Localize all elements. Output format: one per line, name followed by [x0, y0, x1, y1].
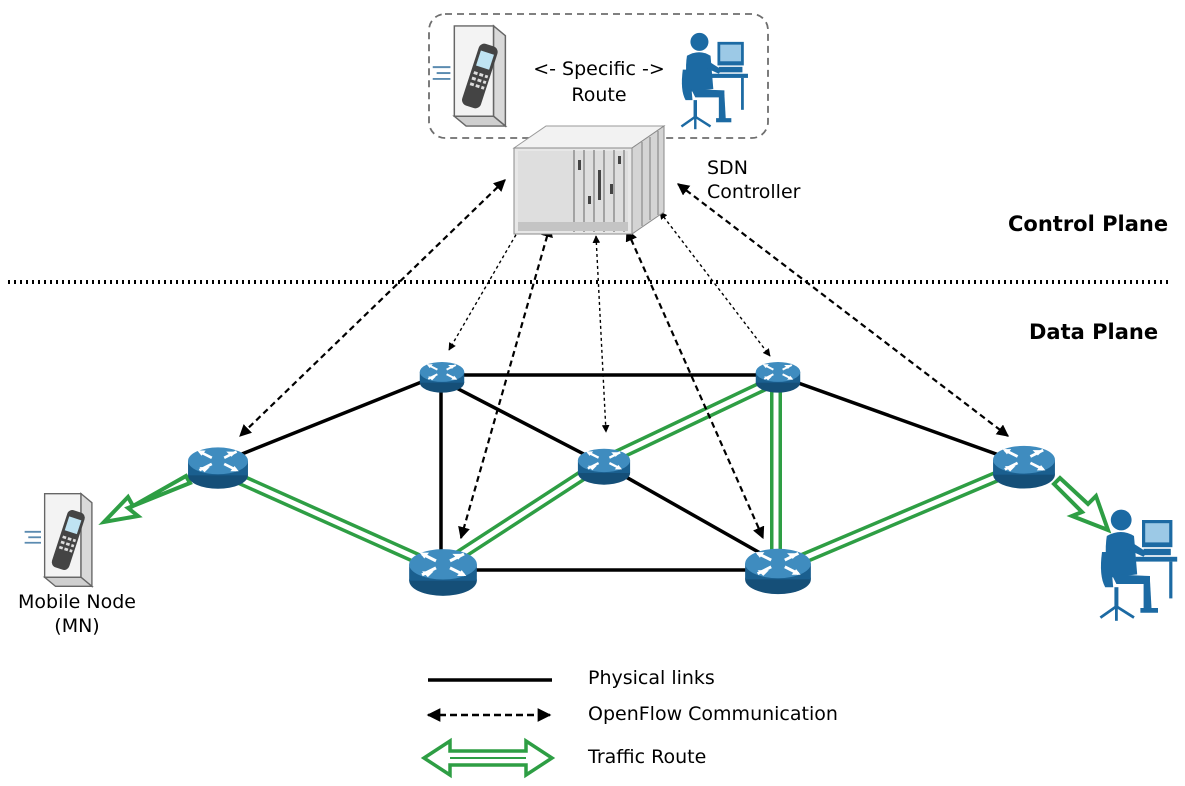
mobile-node-line2: (MN) — [54, 615, 100, 637]
mobile-phone-icon — [24, 492, 93, 588]
router-icon — [755, 360, 801, 394]
specific-route-line2: Route — [571, 84, 627, 106]
sdn-controller-label: SDN Controller — [707, 156, 800, 204]
control-plane-label: Control Plane — [1008, 212, 1169, 236]
router-icon — [187, 446, 249, 491]
mobile-node-line1: Mobile Node — [18, 591, 136, 613]
user-workstation-icon — [679, 31, 750, 132]
mobile-node-label: Mobile Node (MN) — [2, 590, 152, 638]
specific-route-label: <- Specific -> Route — [524, 56, 674, 108]
router-icon — [419, 360, 465, 394]
router-icon — [744, 547, 812, 596]
legend-openflow-label: OpenFlow Communication — [588, 703, 838, 725]
router-icon — [992, 444, 1056, 490]
traffic-arrow-to-user — [1051, 475, 1112, 534]
traffic-arrow-to-mn — [98, 473, 193, 526]
router-icon — [408, 547, 478, 598]
legend-physical-label: Physical links — [588, 667, 715, 689]
legend-traffic-label: Traffic Route — [588, 746, 707, 768]
legend — [420, 678, 556, 779]
mobile-phone-icon — [431, 24, 507, 128]
sdn-controller-line2: Controller — [707, 181, 801, 203]
router-icon — [577, 447, 631, 486]
openflow-links — [239, 179, 1009, 540]
sdn-controller-icon — [512, 125, 666, 235]
user-workstation-icon — [1100, 510, 1177, 621]
data-plane-label: Data Plane — [1029, 320, 1159, 344]
sdn-controller-line1: SDN — [707, 157, 748, 179]
routers — [187, 360, 1056, 598]
specific-route-line1: <- Specific -> — [533, 58, 665, 80]
